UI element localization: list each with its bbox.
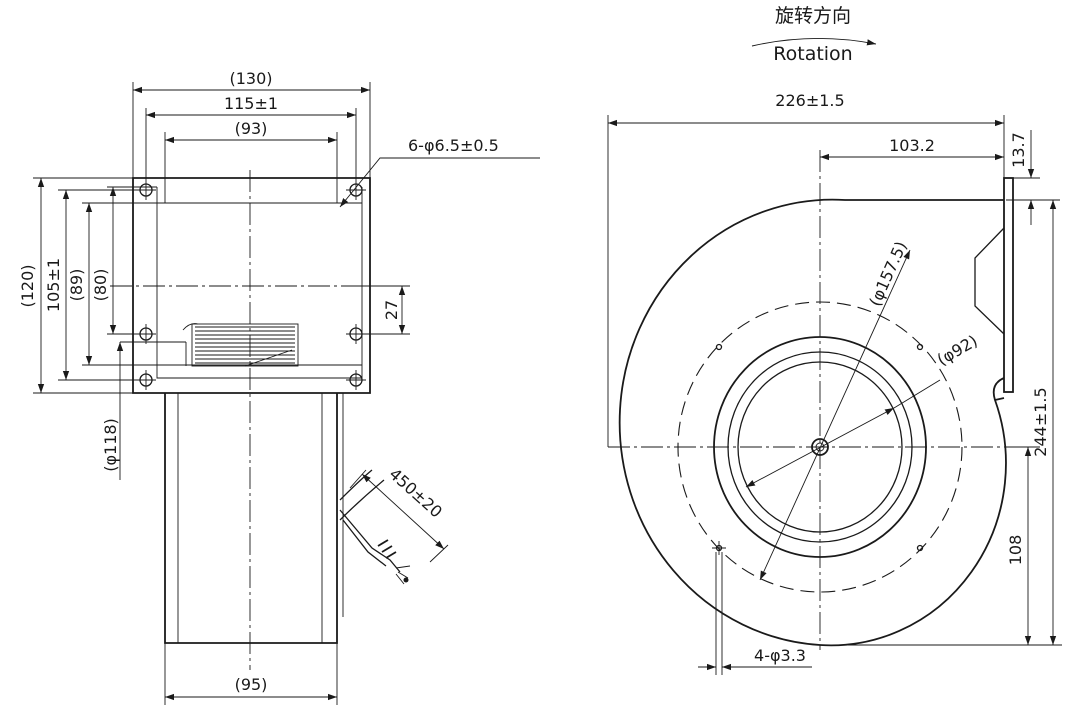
small-hole [916,544,924,552]
dim-flange-label: 13.7 [1009,132,1028,168]
dim-front-height-label: 244±1.5 [1031,387,1050,456]
side-view: (130) 115±1 (93) 6-φ6.5±0.5 (120) [18,69,540,705]
dim-body-depth-label: (95) [235,675,268,694]
dim-front-width: 226±1.5 [607,91,1005,447]
frame-inner [156,187,363,379]
dim-inner-width: (93) [164,119,338,203]
dim-inlet-dia: (φ92) [745,331,981,488]
dim-overall-height-label: (120) [18,264,37,307]
dim-center-offset-label: 103.2 [889,136,935,155]
dim-overall-height: (120) [18,177,133,394]
outlet-lip [974,227,1005,335]
dim-27: 27 [362,285,410,335]
dim-80: (80) [91,186,157,335]
mount-holes [136,180,366,390]
rotation-indicator: 旋转方向 Rotation [751,5,877,65]
small-holes [712,343,924,555]
front-view: 226±1.5 103.2 13.7 (φ157.5) (φ92) [607,91,1062,675]
motor-body [164,393,338,644]
dim-89-label: (89) [67,269,86,302]
rotation-label-cn: 旋转方向 [775,5,851,27]
outlet-flange [1003,177,1014,393]
dim-body-depth: (95) [164,643,338,705]
dim-body-dia-label: (φ118) [101,418,120,472]
dim-cable-length-label: 450±20 [385,464,446,521]
dim-overall-width-label: (130) [229,69,272,88]
dim-mount-holes-label: 6-φ6.5±0.5 [408,136,499,155]
dim-hole-spacing-y: 105±1 [44,189,140,381]
cable [339,469,411,585]
dim-hole-spacing-x: 115±1 [145,94,357,180]
volute-housing [618,198,1007,647]
dim-80-label: (80) [91,269,110,302]
small-hole [916,343,924,351]
outlet-end [992,377,1005,401]
dim-front-height: 244±1.5 [820,200,1062,646]
dim-27-label: 27 [382,300,401,320]
small-hole [715,343,723,351]
dim-inlet-dia-label: (φ92) [934,331,981,369]
dim-center-height: 108 [1006,446,1040,645]
dim-front-width-label: 226±1.5 [775,91,844,110]
dim-hole-spacing-x-label: 115±1 [224,94,278,113]
dim-center-offset: 103.2 [820,136,1004,161]
mount-hole [346,180,366,200]
dim-overall-width: (130) [132,69,371,178]
rotation-arrow [751,38,877,47]
dim-inner-width-label: (93) [235,119,268,138]
dim-89: (89) [67,202,157,366]
dim-body-dia: (φ118) [101,341,187,480]
flange-outline [132,177,371,394]
dim-hole-spacing-y-label: 105±1 [44,258,63,312]
impeller-window [182,323,299,367]
dim-small-holes: 4-φ3.3 [698,552,812,675]
rotation-label-en: Rotation [773,43,852,65]
dim-center-height-label: 108 [1006,535,1025,566]
mount-hole [346,370,366,390]
motor-body-inner [177,392,344,643]
dim-small-holes-label: 4-φ3.3 [754,646,806,665]
dim-flange: 13.7 [1006,130,1060,225]
dim-outer-dia: (φ157.5) [759,238,911,581]
dim-mount-holes: 6-φ6.5±0.5 [339,136,540,208]
